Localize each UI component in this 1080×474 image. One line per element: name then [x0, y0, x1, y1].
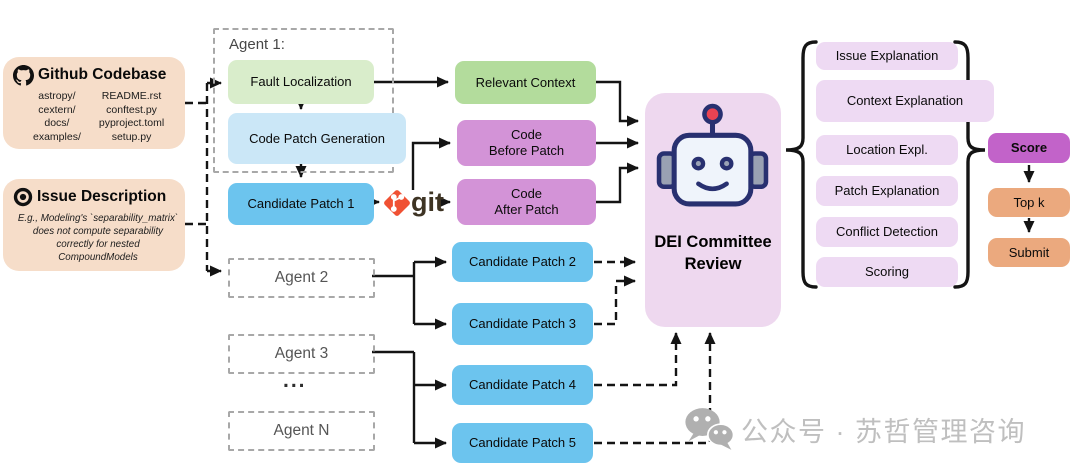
submit-box: Submit [988, 238, 1070, 267]
candidate-patch-2-box: Candidate Patch 2 [452, 242, 593, 282]
agent2-box: Agent 2 [228, 258, 375, 298]
agent3-box: Agent 3 [228, 334, 375, 374]
github-codebase-title-text: Github Codebase [38, 66, 167, 84]
top-k-box: Top k [988, 188, 1070, 217]
issue-description-title-text: Issue Description [37, 187, 167, 205]
wechat-icon [684, 406, 736, 457]
issue-description-title: Issue Description [3, 179, 185, 209]
relevant-context-box: Relevant Context [455, 61, 596, 104]
file-item: conftest.py [106, 103, 157, 116]
codebase-file-list: astropy/ cextern/ docs/ examples/ README… [3, 88, 185, 145]
issue-description-box: Issue Description E.g., Modeling's `sepa… [3, 179, 185, 271]
left-brace [785, 40, 818, 289]
candidate-patch-1-box: Candidate Patch 1 [228, 183, 374, 225]
issue-explanation-box: Issue Explanation [816, 42, 958, 70]
file-item: README.rst [101, 90, 162, 102]
agents-ellipsis: ... [283, 369, 307, 392]
github-codebase-title: Github Codebase [3, 57, 185, 88]
candidate-patch-5-box: Candidate Patch 5 [452, 423, 593, 463]
score-box: Score [988, 133, 1070, 163]
agent1-box: Agent 1: [213, 28, 394, 173]
dei-label: DEI Committee Review [654, 233, 772, 273]
file-item: pyproject.toml [98, 117, 165, 130]
robot-icon [656, 101, 769, 212]
fault-localization-box: Fault Localization [228, 60, 374, 104]
conflict-detection-box: Conflict Detection [816, 217, 958, 247]
file-item: setup.py [111, 130, 152, 143]
candidate-patch-3-box: Candidate Patch 3 [452, 303, 593, 345]
candidate-patch-4-box: Candidate Patch 4 [452, 365, 593, 405]
agentN-box: Agent N [228, 411, 375, 451]
watermark-text: 公众号 · 苏哲管理咨询 [741, 417, 1026, 447]
file-item: docs/ [44, 117, 70, 130]
location-explanation-box: Location Expl. [816, 135, 958, 165]
code-patch-generation-box: Code Patch Generation [228, 113, 406, 164]
file-item: cextern/ [38, 103, 76, 116]
patch-explanation-box: Patch Explanation [816, 176, 958, 206]
issue-icon [13, 187, 33, 207]
scoring-box: Scoring [816, 257, 958, 287]
github-icon [13, 65, 34, 86]
right-brace [953, 40, 986, 289]
agent1-label: Agent 1: [229, 36, 285, 53]
dei-committee-review-box: DEI Committee Review [645, 93, 781, 327]
github-codebase-box: Github Codebase astropy/ cextern/ docs/ … [3, 57, 185, 149]
file-item: examples/ [33, 130, 81, 143]
issue-example-text: E.g., Modeling's `separability_matrix` d… [17, 213, 179, 263]
git-icon [384, 190, 410, 216]
file-item: astropy/ [38, 90, 76, 102]
context-explanation-box: Context Explanation [816, 80, 994, 122]
git-label: git [411, 187, 444, 217]
